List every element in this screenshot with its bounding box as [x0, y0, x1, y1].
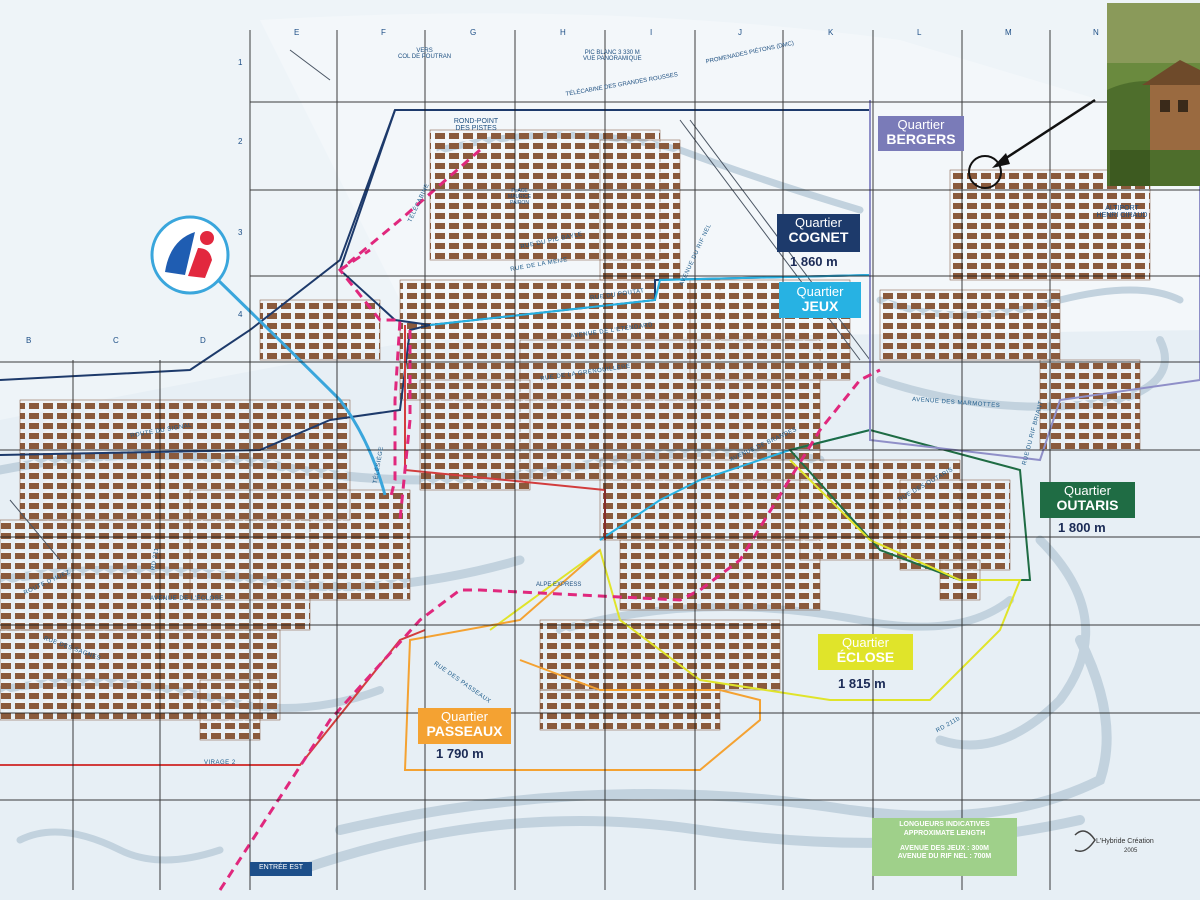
jeux-box	[779, 282, 861, 318]
entree-est-box	[250, 862, 312, 876]
quartier-bergers-prefix: Quartier	[897, 117, 945, 132]
grid-col-b: B	[26, 336, 32, 345]
pedestrian-route	[218, 148, 881, 891]
outaris-box	[1040, 482, 1135, 518]
quartier-cognet-label[interactable]: Quartier COGNET	[777, 216, 860, 244]
quartier-jeux-prefix: Quartier	[796, 284, 844, 299]
quartier-cognet-name: COGNET	[788, 228, 849, 245]
map-grid	[0, 30, 1200, 890]
quartier-jeux-label[interactable]: Quartier JEUX	[779, 285, 861, 313]
chalet-photo-inset	[1107, 3, 1200, 186]
passeaux-box	[418, 708, 511, 744]
altiport-label: ALTIPORT HENRI GIRAUD	[1096, 205, 1148, 219]
tourist-office-info-icon[interactable]	[150, 215, 230, 295]
grid-col-i: I	[650, 28, 653, 37]
photo-arrow	[999, 98, 1096, 164]
street-avenue-eclose: AVENUE DE L'ÉCLOSE	[150, 596, 224, 602]
grid-row-3: 3	[238, 228, 243, 237]
quartier-eclose-label[interactable]: Quartier ÉCLOSE	[818, 636, 913, 664]
grid-row-4: 4	[238, 310, 243, 319]
legend-subtitle: APPROXIMATE LENGTH	[903, 829, 986, 837]
quartier-eclose-name: ÉCLOSE	[836, 648, 895, 665]
legend-line-2: AVENUE DU RIF NEL : 700M	[897, 853, 992, 861]
grid-col-g: G	[470, 28, 477, 37]
quartier-outaris-prefix: Quartier	[1064, 483, 1111, 498]
grid-row-2: 2	[238, 137, 243, 146]
photo-location-circle	[968, 155, 1002, 189]
signature-year: 2005	[1124, 848, 1138, 854]
quartier-passeaux-prefix: Quartier	[441, 709, 488, 724]
quartier-passeaux-label[interactable]: Quartier PASSEAUX	[418, 710, 511, 738]
quartier-outaris-name: OUTARIS	[1056, 496, 1119, 513]
quartier-outaris-label[interactable]: Quartier OUTARIS	[1040, 484, 1135, 512]
quartier-cognet-altitude: 1 860 m	[790, 254, 838, 269]
quartier-passeaux-name: PASSEAUX	[426, 722, 503, 739]
quartier-outaris-altitude: 1 800 m	[1058, 520, 1106, 535]
signature-logo	[1074, 830, 1096, 852]
grid-col-d: D	[200, 336, 206, 345]
quartier-cognet-prefix: Quartier	[795, 215, 842, 230]
grid-col-e: E	[294, 28, 300, 37]
grid-col-c: C	[113, 336, 119, 345]
street-virage-2: VIRAGE 2	[204, 760, 236, 766]
place-label: PLACE MAURICE PAIRON	[508, 188, 532, 206]
rond-point-label: ROND-POINT DES PISTES	[453, 118, 499, 132]
quartier-eclose-altitude: 1 815 m	[838, 676, 886, 691]
bergers-box	[878, 116, 964, 151]
buildings	[0, 129, 1151, 741]
grid-col-h: H	[560, 28, 566, 37]
signature-text: L'Hybride Création	[1096, 838, 1154, 845]
grid-col-j: J	[738, 28, 742, 37]
cognet-box	[777, 214, 860, 252]
eclose-box	[818, 634, 913, 670]
legend-title: LONGUEURS INDICATIVES	[899, 821, 990, 828]
grid-col-n: N	[1093, 28, 1099, 37]
grid-col-l: L	[917, 28, 922, 37]
alpe-express-label: ALPE EXPRESS	[536, 582, 582, 588]
entree-est-label: ENTRÉE EST	[259, 864, 303, 871]
grid-col-m: M	[1005, 28, 1012, 37]
vers-col-label: VERS COL DE POUTRAN	[398, 48, 452, 60]
grid-col-k: K	[828, 28, 834, 37]
legend-line-1: AVENUE DES JEUX : 300M	[900, 844, 989, 852]
grid-col-f: F	[381, 28, 386, 37]
legend-box	[872, 818, 1017, 876]
quartier-eclose-prefix: Quartier	[842, 635, 889, 650]
grid-row-1: 1	[238, 58, 243, 67]
legend: LONGUEURS INDICATIVES APPROXIMATE LENGTH…	[872, 821, 1017, 862]
quartier-bergers-name: BERGERS	[886, 130, 956, 147]
pic-blanc-label: PIC BLANC 3 330 M VUE PANORAMIQUE	[583, 50, 642, 62]
quartier-jeux-name: JEUX	[801, 297, 839, 314]
quartier-passeaux-altitude: 1 790 m	[436, 746, 484, 761]
quartier-bergers-label[interactable]: Quartier BERGERS	[878, 118, 964, 146]
